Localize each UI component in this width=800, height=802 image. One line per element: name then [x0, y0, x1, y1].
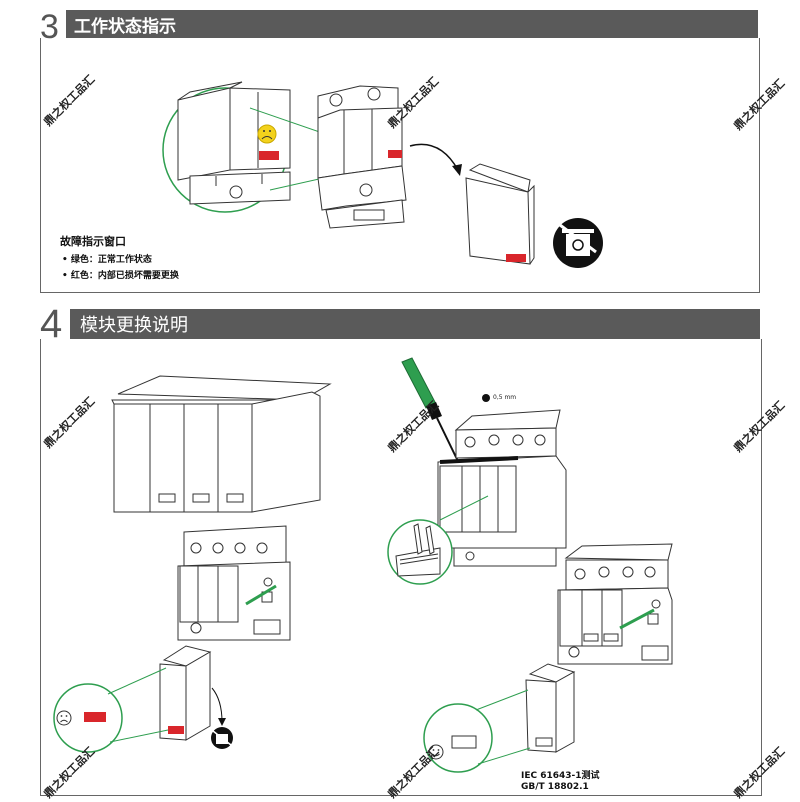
base-unit-screwdriver	[438, 410, 566, 566]
recycle-bin-icon	[553, 218, 603, 268]
sad-face-icon	[258, 125, 276, 143]
standard-iec: IEC 61643-1测试	[521, 771, 600, 782]
caption-item-green-text: 绿色：正常工作状态	[71, 255, 152, 265]
recycle-bin-icon	[211, 727, 233, 749]
zoom-circle-red-window	[54, 668, 168, 752]
standard-gbt: GB/T 18802.1	[521, 782, 600, 793]
caption-title: 故障指示窗口	[60, 233, 179, 249]
zoom-circle-fault-window	[163, 82, 290, 212]
sad-face-icon	[57, 711, 71, 725]
arrow-icon	[410, 144, 458, 170]
fault-indicator-red	[259, 151, 279, 160]
tool-size-label: 0,5 mm	[493, 394, 516, 401]
tool-size-icon	[482, 394, 490, 402]
base-unit-left	[178, 526, 290, 640]
caption-item-green: • 绿色：正常工作状态	[62, 252, 179, 265]
caption-item-red: • 红色：内部已损坏需要更换	[62, 268, 179, 281]
zoom-circle-latch	[388, 520, 452, 584]
arrow-icon	[212, 688, 222, 722]
fault-window-caption: 故障指示窗口 • 绿色：正常工作状态 • 红色：内部已损坏需要更换	[60, 233, 179, 281]
bullet: •	[62, 255, 68, 265]
zoom-circle-green-window	[424, 690, 530, 772]
removed-module	[466, 164, 534, 264]
bullet: •	[62, 271, 68, 281]
base-unit-right	[558, 544, 672, 664]
four-module-assembly	[112, 376, 330, 512]
caption-item-red-text: 红色：内部已损坏需要更换	[71, 271, 179, 281]
standards-text: IEC 61643-1测试 GB/T 18802.1	[521, 771, 600, 794]
module-replacement-left	[160, 646, 210, 740]
module-replacement-right	[526, 664, 574, 752]
spd-device	[318, 86, 406, 228]
